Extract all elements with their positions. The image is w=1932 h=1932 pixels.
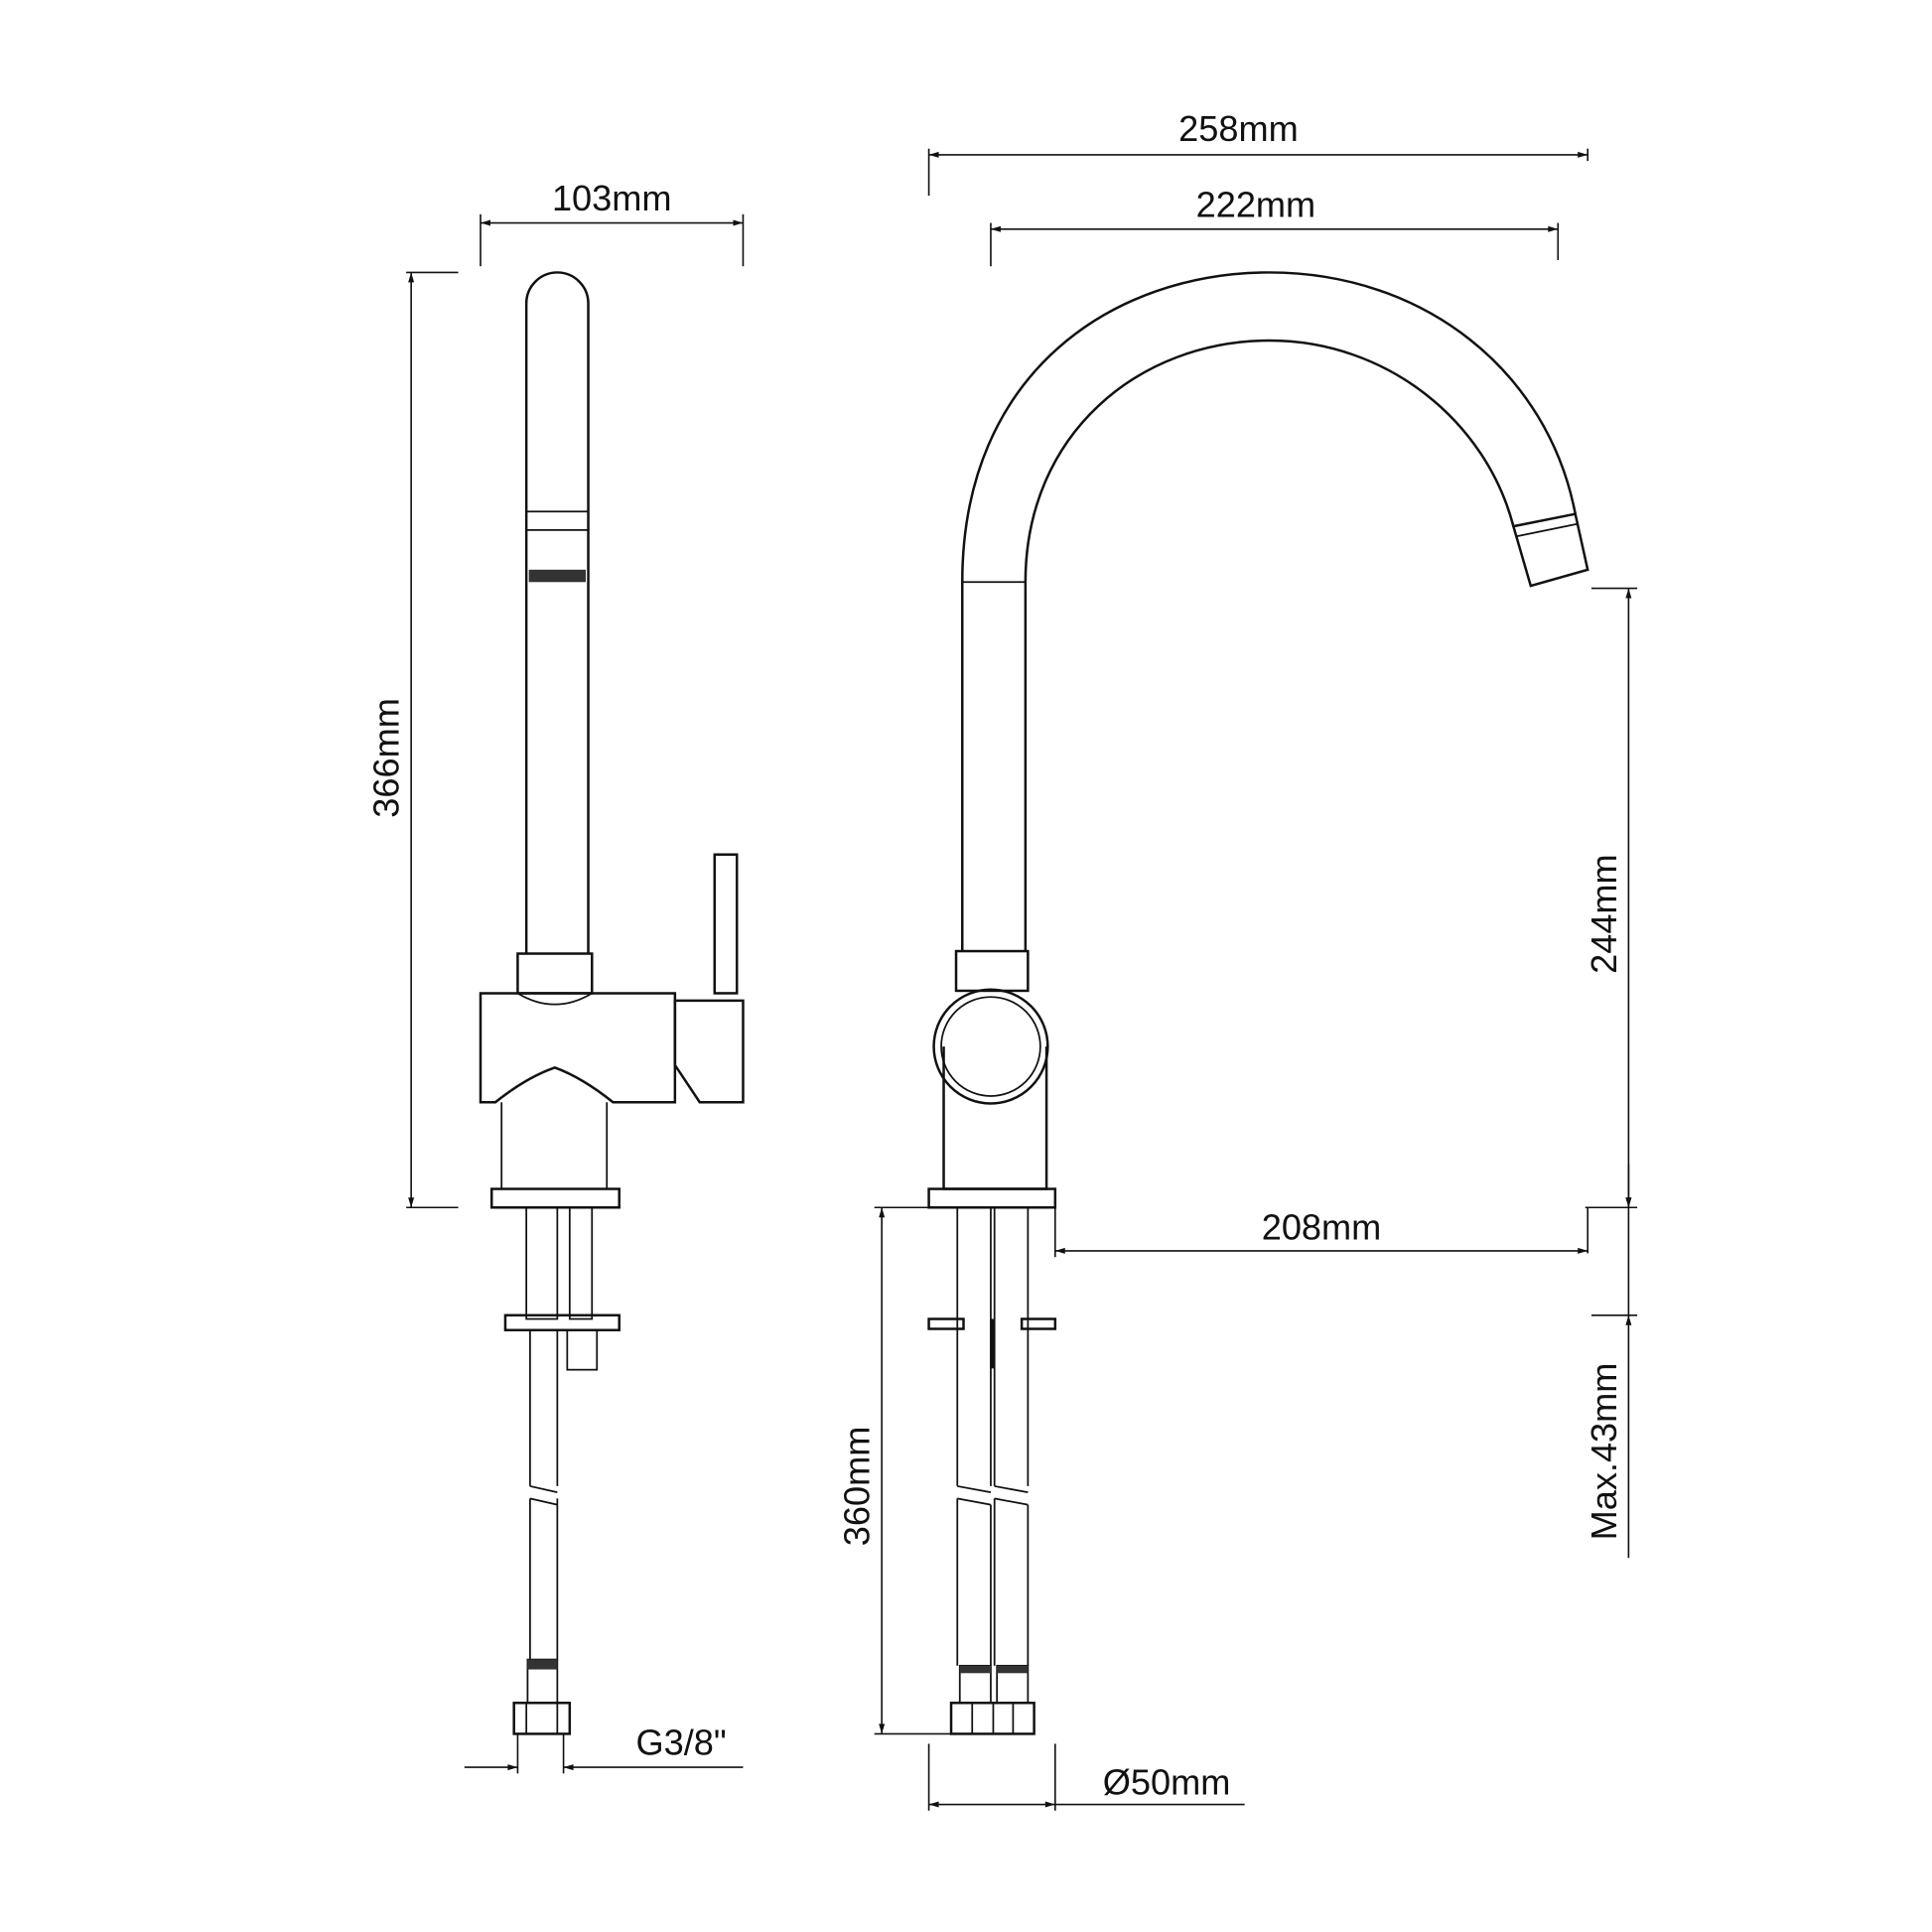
dim-thread: G3/8"	[464, 1723, 744, 1774]
handle-knob	[932, 988, 1049, 1105]
front-base-plate	[927, 1187, 1057, 1209]
dim-label: G3/8"	[635, 1723, 726, 1763]
side-hose	[529, 1329, 559, 1660]
aerator-rings	[526, 510, 589, 583]
side-lever	[713, 853, 739, 995]
front-body	[942, 1046, 1048, 1190]
side-base-plate	[489, 1187, 621, 1209]
side-handle	[673, 999, 745, 1104]
dim-spout-projection: 208mm	[1054, 1207, 1589, 1258]
dim-max-deck: Max.43mm	[1584, 1164, 1638, 1559]
dim-base-diameter: Ø50mm	[927, 1743, 1245, 1811]
dim-side-height: 366mm	[366, 271, 459, 1209]
spout-inner	[1024, 339, 1515, 952]
side-collar	[516, 952, 594, 995]
spout-outer	[961, 271, 1577, 952]
dim-label: 222mm	[1196, 184, 1316, 224]
dim-label: 366mm	[366, 698, 407, 818]
dim-label: 258mm	[1178, 108, 1299, 149]
side-view	[479, 271, 745, 1735]
dim-hose-length: 360mm	[837, 1206, 952, 1735]
side-mount-nut	[503, 1313, 621, 1331]
dim-label: 103mm	[552, 178, 672, 218]
side-hex-nut	[512, 1701, 572, 1735]
dim-label: Max.43mm	[1584, 1363, 1624, 1541]
dim-label: 208mm	[1262, 1207, 1382, 1248]
dim-label: 360mm	[837, 1427, 878, 1547]
dim-overall-reach: 258mm	[927, 108, 1589, 197]
spout-tip	[1511, 512, 1589, 588]
side-body	[479, 992, 677, 1104]
dim-label: Ø50mm	[1103, 1762, 1231, 1803]
dim-spout-height: 244mm	[1584, 587, 1638, 1209]
dim-spout-span: 222mm	[990, 184, 1560, 267]
dim-side-width: 103mm	[480, 178, 745, 267]
front-view	[927, 271, 1589, 1735]
front-collar	[954, 949, 1030, 993]
dim-label: 244mm	[1584, 854, 1624, 974]
side-spout-tube	[524, 271, 590, 954]
